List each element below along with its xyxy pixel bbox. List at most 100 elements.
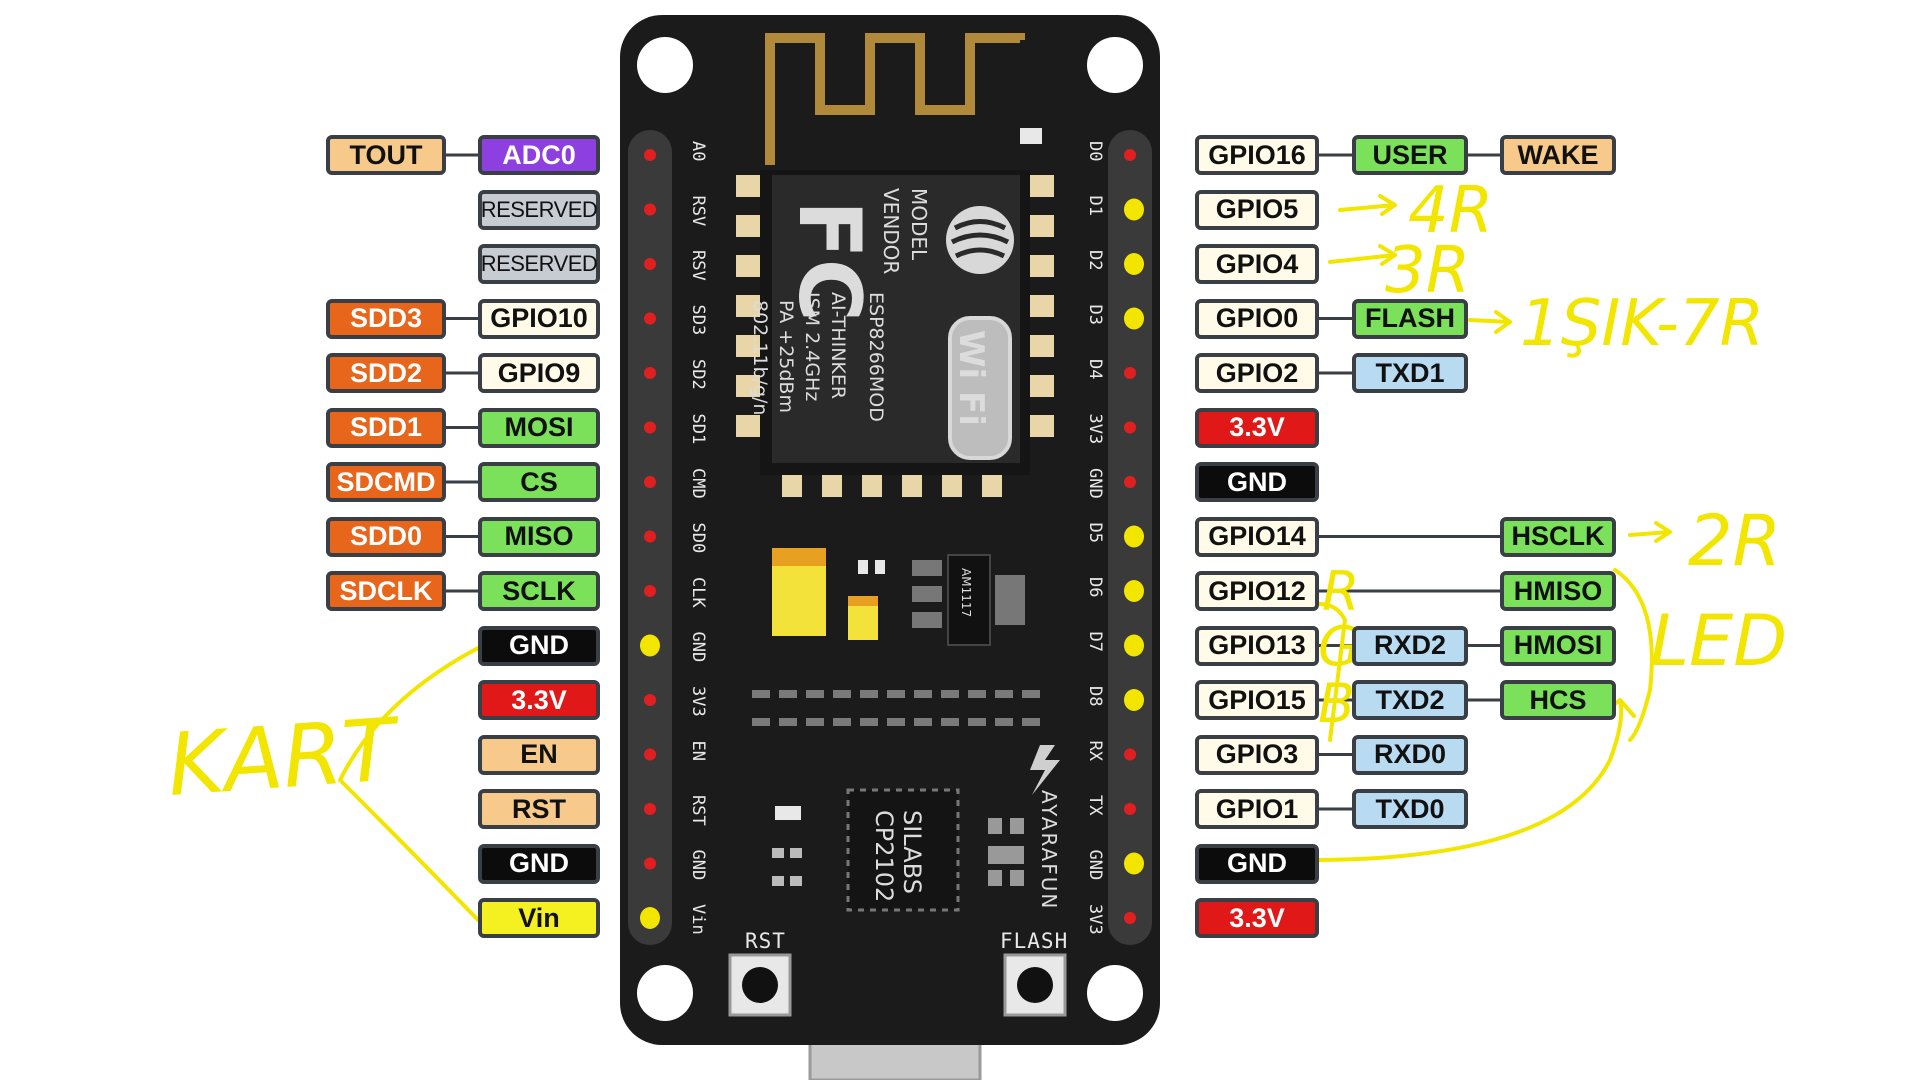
fc-logo: FC bbox=[779, 200, 879, 322]
module-pad bbox=[736, 375, 760, 397]
pin-tag-3-3v: 3.3V bbox=[478, 680, 600, 720]
pin-tag-gnd: GND bbox=[478, 625, 600, 666]
pin-left[interactable] bbox=[644, 367, 656, 379]
pin-tag-3-3v: 3.3V bbox=[1195, 898, 1319, 938]
maker-label: AYARAFUN bbox=[1037, 790, 1061, 910]
silk-label-right: D2 bbox=[1085, 250, 1105, 270]
mounting-hole bbox=[1087, 965, 1143, 1021]
gpio4-note: 3R bbox=[1385, 234, 1470, 308]
pin-left[interactable] bbox=[644, 149, 656, 161]
usb-chip-brand: SILABS bbox=[898, 810, 926, 894]
silk-label-left: GND bbox=[688, 632, 708, 663]
pin-right[interactable] bbox=[1124, 367, 1136, 379]
module-pad bbox=[736, 215, 760, 237]
pin-tag-hmiso: HMISO bbox=[1500, 571, 1616, 611]
silk-label-right: D8 bbox=[1085, 686, 1105, 706]
ink-dot bbox=[1124, 525, 1144, 548]
smd-pad bbox=[995, 718, 1013, 726]
pin-tag-gpio14: GPIO14 bbox=[1195, 516, 1319, 557]
pin-right[interactable] bbox=[1124, 803, 1136, 815]
module-pad bbox=[736, 255, 760, 277]
smd-pad bbox=[779, 718, 797, 726]
pin-left[interactable] bbox=[644, 803, 656, 815]
silk-label-right: GND bbox=[1085, 468, 1105, 499]
ink-dot bbox=[1124, 852, 1144, 875]
pin-left[interactable] bbox=[644, 585, 656, 597]
pin-tag-gnd: GND bbox=[1195, 843, 1319, 884]
pin-tag-sdcmd: SDCMD bbox=[326, 462, 446, 502]
smd-pad bbox=[914, 690, 932, 698]
pin-tag-sdd1: SDD1 bbox=[326, 407, 446, 448]
pin-tag-gpio2: GPIO2 bbox=[1195, 353, 1319, 393]
pin-tag-reserved: RESERVED bbox=[478, 189, 600, 230]
regulator-chip bbox=[947, 554, 991, 646]
silk-label-right: 3V3 bbox=[1085, 414, 1105, 445]
pin-tag-gpio4: GPIO4 bbox=[1195, 244, 1319, 284]
mounting-hole bbox=[1087, 37, 1143, 93]
pin-tag-adc0: ADC0 bbox=[478, 135, 600, 175]
pin-tag-gpio3: GPIO3 bbox=[1195, 734, 1319, 775]
pin-tag-hsclk: HSCLK bbox=[1500, 516, 1616, 557]
pin-tag-gpio1: GPIO1 bbox=[1195, 789, 1319, 829]
pin-left[interactable] bbox=[644, 857, 656, 870]
module-pad bbox=[1030, 295, 1054, 317]
pin-left[interactable] bbox=[644, 312, 656, 325]
silk-label-left: SD2 bbox=[688, 359, 708, 390]
silk-label-right: D7 bbox=[1085, 632, 1105, 652]
kart-line-vin bbox=[338, 778, 480, 922]
pin-left[interactable] bbox=[644, 203, 656, 216]
gpio14-note: 2R bbox=[1688, 500, 1781, 582]
led-return-line bbox=[1308, 698, 1636, 862]
module-maker: AI-THINKER bbox=[827, 292, 849, 399]
pin-tag-user: USER bbox=[1352, 135, 1468, 175]
smd-pad bbox=[968, 718, 986, 726]
module-pad bbox=[736, 295, 760, 317]
pin-left[interactable] bbox=[644, 258, 656, 270]
smd-pad bbox=[1022, 718, 1040, 726]
smd-pad bbox=[941, 690, 959, 698]
pin-tag-mosi: MOSI bbox=[478, 407, 600, 448]
pin-tag-miso: MISO bbox=[478, 516, 600, 557]
pin-tag-gpio13: GPIO13 bbox=[1195, 625, 1319, 666]
pin-tag-sdclk: SDCLK bbox=[326, 571, 446, 611]
silk-label-left: RSV bbox=[688, 196, 708, 227]
module-pad bbox=[736, 415, 760, 437]
pin-right[interactable] bbox=[1124, 748, 1136, 761]
pin-tag-gnd: GND bbox=[1195, 462, 1319, 502]
smd-pad bbox=[860, 718, 878, 726]
smd-pad bbox=[833, 690, 851, 698]
silk-label-right: RX bbox=[1085, 741, 1105, 762]
pin-left[interactable] bbox=[644, 530, 656, 543]
pin-tag-hcs: HCS bbox=[1500, 680, 1616, 720]
silk-label-left: GND bbox=[688, 850, 708, 881]
module-pad bbox=[1030, 335, 1054, 357]
pin-tag-flash: FLASH bbox=[1352, 298, 1468, 339]
pin-left[interactable] bbox=[644, 476, 656, 488]
smd-pad bbox=[941, 718, 959, 726]
pin-right[interactable] bbox=[1124, 912, 1136, 924]
silk-label-left: 3V3 bbox=[688, 686, 708, 717]
module-vendor: VENDOR bbox=[879, 188, 903, 274]
silk-label-right: D3 bbox=[1085, 305, 1105, 325]
module-model: MODEL bbox=[907, 188, 931, 261]
pin-left[interactable] bbox=[644, 694, 656, 706]
pin-right[interactable] bbox=[1124, 149, 1136, 161]
silk-label-right: D4 bbox=[1085, 359, 1105, 379]
silk-label-right: D1 bbox=[1085, 196, 1105, 216]
wifi-logo bbox=[948, 316, 1012, 460]
pin-right[interactable] bbox=[1124, 421, 1136, 434]
pin-left[interactable] bbox=[644, 421, 656, 434]
rst-button-label: RST bbox=[745, 929, 786, 953]
lightning-icon bbox=[1030, 745, 1060, 795]
mounting-hole bbox=[637, 37, 693, 93]
pin-tag-cs: CS bbox=[478, 462, 600, 502]
module-name: ESP8266MOD bbox=[865, 292, 887, 422]
pin-tag-reserved: RESERVED bbox=[478, 244, 600, 284]
rst-button[interactable] bbox=[728, 953, 792, 1017]
pin-tag-gpio16: GPIO16 bbox=[1195, 135, 1319, 175]
pin-left[interactable] bbox=[644, 748, 656, 761]
pin-right[interactable] bbox=[1124, 476, 1136, 488]
pin-tag-vin: Vin bbox=[478, 898, 600, 938]
flash-button[interactable] bbox=[1003, 953, 1067, 1017]
smd-pad bbox=[887, 718, 905, 726]
